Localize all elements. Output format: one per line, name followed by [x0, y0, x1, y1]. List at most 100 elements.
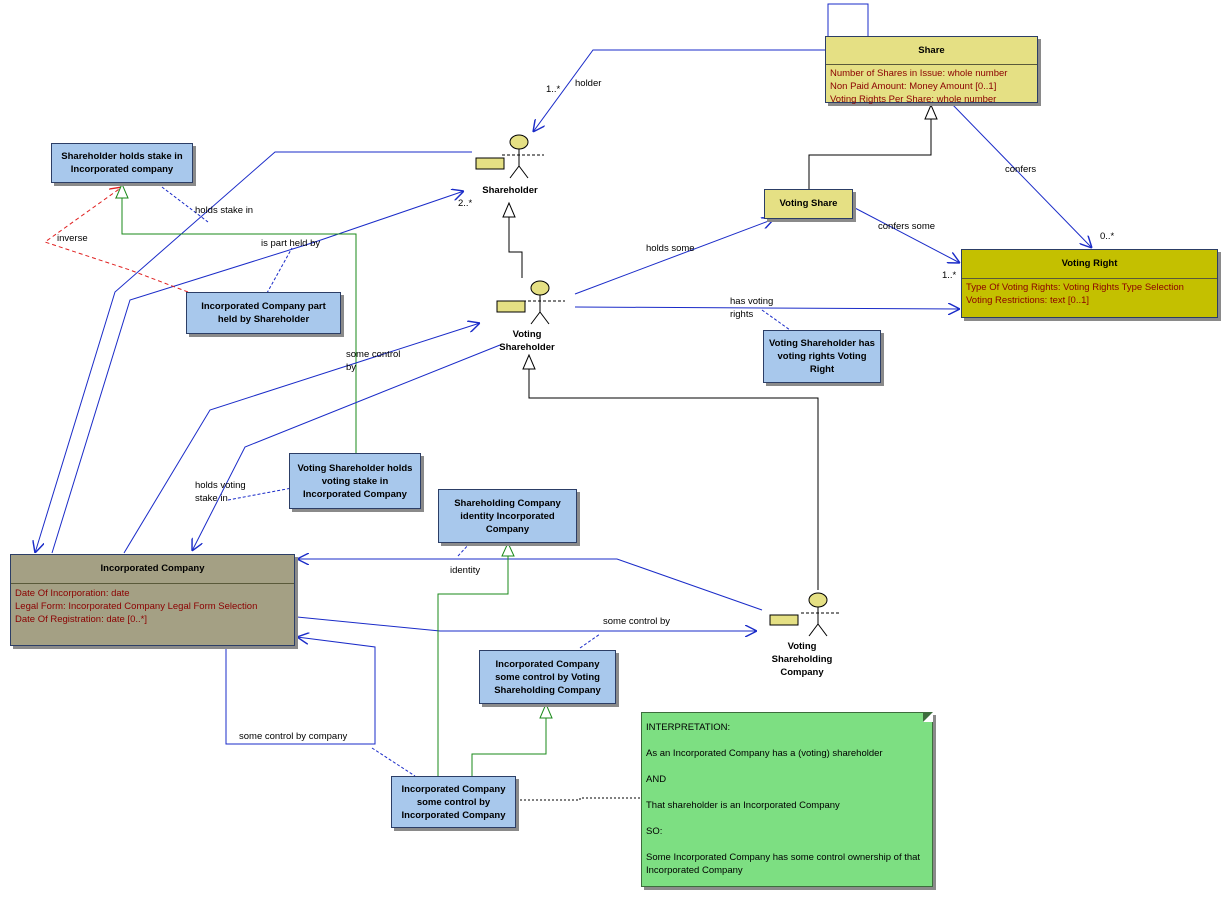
voting-stake-line-3: Incorporated Company — [302, 488, 407, 500]
has-voting-rights-label-2: rights — [730, 309, 754, 320]
voting-right-class-attributes: Type Of Voting Rights: Voting Rights Typ… — [962, 279, 1217, 309]
holds-voting-stake-label-2: stake in — [195, 493, 228, 504]
shareholder-actor-name: Shareholder — [470, 184, 550, 197]
identity-line-3: Company — [485, 523, 530, 535]
share-attr-3: Voting Rights Per Share: whole number — [830, 94, 997, 105]
part-held-association — [51, 191, 464, 554]
control-ic-to-control-vsc-generalization — [471, 718, 547, 776]
voting-stake-line-2: voting stake in — [321, 475, 389, 487]
identity-association — [297, 559, 763, 611]
control-self-association — [225, 637, 376, 745]
identity-line-1: Shareholding Company — [454, 497, 561, 509]
holds-stake-line-1: Shareholder holds stake in — [61, 151, 183, 162]
voting-stake-generalization — [121, 198, 357, 453]
voting-shareholder-name-2: Shareholder — [499, 342, 555, 353]
has-voting-rights-association — [574, 307, 960, 309]
voting-share-class[interactable]: Voting Share — [764, 189, 853, 219]
part-held-multiplicity: 2..* — [458, 198, 473, 209]
holds-stake-in-label: holds stake in — [195, 205, 254, 216]
share-attr-2: Non Paid Amount: Money Amount [0..1] — [830, 81, 997, 92]
incorporated-company-attr-1: Date Of Incorporation: date — [15, 588, 130, 599]
control-ic-line-3: Incorporated Company — [401, 809, 506, 821]
note-attachment — [516, 797, 641, 801]
share-class-attributes: Number of Shares in Issue: whole number … — [826, 65, 1037, 108]
holder-association — [533, 49, 825, 132]
voting-shareholding-company-actor-icon[interactable] — [768, 590, 842, 640]
some-control-association — [123, 323, 480, 554]
some-control-by-label-1: some control — [346, 349, 401, 360]
part-held-association-class[interactable]: Incorporated Company part held by Shareho… — [186, 292, 341, 334]
identity-label: identity — [450, 565, 481, 576]
voting-shareholder-name-1: Voting — [512, 329, 542, 340]
holder-label: holder — [575, 78, 602, 89]
inverse-dependency — [43, 187, 189, 293]
voting-rights-line-1: Voting Shareholder has — [769, 338, 875, 349]
inverse-label: inverse — [57, 233, 88, 244]
voting-rights-line-2: voting rights Voting — [777, 351, 867, 362]
incorporated-company-class-name: Incorporated Company — [11, 555, 294, 584]
voting-right-class-name: Voting Right — [962, 250, 1217, 279]
holds-voting-stake-label-1: holds voting — [195, 480, 246, 491]
control-vsc-line-1: Incorporated Company — [495, 658, 600, 670]
holds-stake-association-class[interactable]: Shareholder holds stake in Incorporated c… — [51, 143, 193, 183]
incorporated-company-class[interactable]: Incorporated Company Date Of Incorporati… — [10, 554, 295, 646]
note-fold-icon — [923, 712, 933, 722]
share-class[interactable]: Share Number of Shares in Issue: whole n… — [825, 36, 1038, 105]
voting-shareholder-actor-icon[interactable] — [495, 278, 569, 328]
interpretation-note[interactable]: INTERPRETATION: As an Incorporated Compa… — [641, 712, 933, 887]
identity-line-2: identity Incorporated — [460, 510, 555, 522]
holds-some-association — [574, 219, 774, 295]
some-control-by-company-label: some control by company — [239, 731, 348, 742]
confers-some-association — [852, 206, 960, 263]
note-line-6: Some Incorporated Company has some contr… — [646, 852, 921, 876]
some-control-by-vsc-label: some control by — [603, 616, 671, 627]
voting-share-generalization — [808, 119, 932, 189]
note-line-5: SO: — [646, 826, 663, 837]
voting-shareholder-generalization — [508, 217, 523, 278]
generalization-arrowhead — [924, 103, 938, 120]
vsc-name-1: Voting — [787, 641, 817, 652]
voting-right-attr-2: Voting Restrictions: text [0..1] — [966, 295, 1090, 306]
share-self-loop — [827, 3, 869, 36]
voting-share-class-name: Voting Share — [779, 198, 838, 209]
has-voting-rights-label-1: has voting — [730, 296, 774, 307]
note-line-3: AND — [646, 774, 667, 785]
holds-stake-line-2: Incorporated company — [70, 164, 174, 175]
incorporated-company-class-attributes: Date Of Incorporation: date Legal Form: … — [11, 584, 294, 628]
some-control-vsc-association — [296, 616, 757, 631]
is-part-held-by-label: is part held by — [261, 238, 321, 249]
incorporated-company-attr-2: Legal Form: Incorporated Company Legal F… — [15, 601, 258, 612]
incorporated-company-attr-3: Date Of Registration: date [0..*] — [15, 614, 148, 625]
voting-stake-line-1: Voting Shareholder holds — [297, 462, 413, 474]
part-held-line-1: Incorporated Company part — [201, 301, 326, 312]
part-held-line-2: held by Shareholder — [217, 314, 310, 325]
control-ic-to-identity-generalization — [437, 556, 509, 776]
confers-association — [950, 102, 1092, 248]
control-ic-line-2: some control by — [416, 796, 491, 808]
holder-multiplicity: 1..* — [546, 84, 561, 95]
voting-right-attr-1: Type Of Voting Rights: Voting Rights Typ… — [966, 282, 1184, 293]
note-line-1: INTERPRETATION: — [646, 722, 731, 733]
voting-right-class[interactable]: Voting Right Type Of Voting Rights: Voti… — [961, 249, 1218, 318]
vsc-name-2: Shareholding — [771, 654, 833, 665]
control-vsc-line-3: Shareholding Company — [494, 684, 601, 696]
holds-voting-stake-association — [192, 344, 501, 551]
voting-rights-association-class[interactable]: Voting Shareholder has voting rights Voti… — [763, 330, 881, 383]
share-attr-1: Number of Shares in Issue: whole number — [830, 68, 1008, 79]
shareholder-name: Shareholder — [482, 185, 538, 196]
note-line-4: That shareholder is an Incorporated Comp… — [646, 800, 840, 811]
note-line-2: As an Incorporated Company has a (voting… — [646, 748, 883, 759]
control-vsc-line-2: some control by Voting — [495, 671, 600, 683]
confers-multiplicity: 0..* — [1100, 231, 1115, 242]
confers-some-label: confers some — [878, 221, 936, 232]
voting-shareholding-company-actor-name: Voting Shareholding Company — [762, 640, 842, 679]
vsc-generalization — [528, 369, 819, 590]
some-control-by-label-2: by — [346, 362, 357, 373]
shareholder-actor-icon[interactable] — [474, 132, 548, 182]
holds-stake-association — [35, 151, 472, 553]
